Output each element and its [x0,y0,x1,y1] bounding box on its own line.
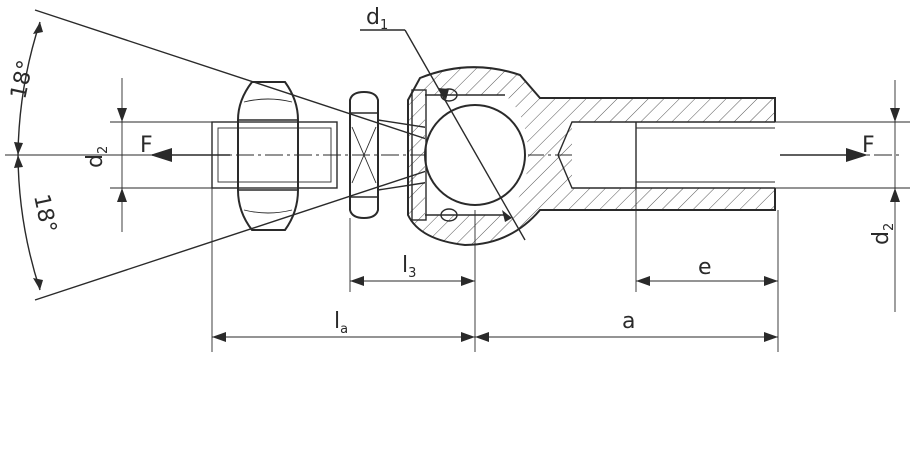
d2-right-dimension [775,80,910,312]
a-dimension [475,332,778,342]
l3-label: l3 [402,253,416,281]
e-dimension [636,276,778,286]
ball [424,104,526,206]
force-arrow-left [150,148,230,162]
la-label: la [334,309,348,337]
e-label: e [698,255,712,280]
angle-top-label: 18° [6,58,39,101]
d2-right-label: d2 [869,223,897,245]
angle-dimension [5,21,200,291]
d1-leader [360,29,526,241]
force-arrow-right [780,148,868,162]
force-left-label: F [140,133,153,158]
d2-left-dimension [110,78,212,232]
socket-housing [407,66,777,247]
l3-dimension [350,276,475,286]
la-dimension [212,332,475,342]
force-right-label: F [862,133,875,158]
angle-bottom-label: 18° [28,192,61,235]
a-label: a [622,309,635,334]
d1-label: d1 [366,5,388,33]
wrench-flat [349,90,431,220]
hex-nut [237,81,299,231]
d2-left-label: d2 [83,146,111,168]
